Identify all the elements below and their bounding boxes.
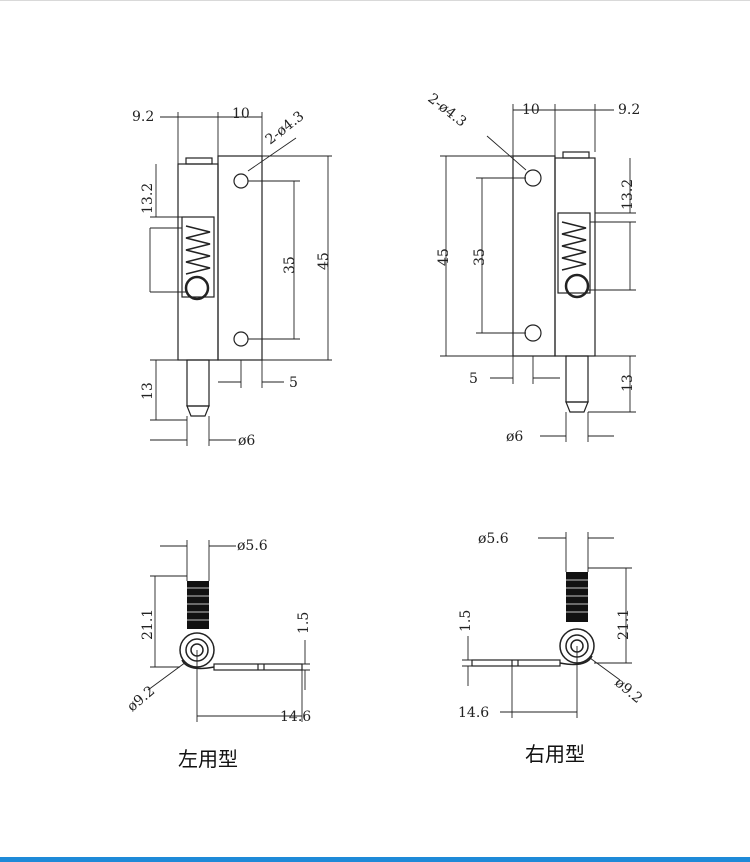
left-front-dims: [149, 112, 332, 446]
left-front-dim-45: 45: [316, 252, 332, 270]
left-barrel-cap: [185, 157, 213, 165]
right-type-caption: 右用型: [525, 742, 585, 766]
right-side-dim-9-2: ø9.2: [611, 675, 645, 707]
right-barrel-cap: [562, 151, 590, 159]
right-front-view: 2-ø4.3 10 9.2 13.2 45 35 5 13 ø6: [425, 91, 641, 445]
right-side-dim-5-6: ø5.6: [478, 531, 509, 547]
left-front-dim-holes: 2-ø4.3: [263, 108, 308, 148]
right-pin-tip: [565, 401, 589, 413]
right-pin: [565, 355, 589, 403]
left-spring-slot: [181, 216, 215, 298]
right-side-dim-1-5: 1.5: [458, 610, 474, 632]
bottom-accent-bar: [0, 857, 750, 862]
right-barrel: [554, 157, 596, 357]
left-pin-knob: [184, 275, 210, 301]
right-spring: [561, 221, 587, 271]
right-front-dim-5: 5: [469, 371, 478, 387]
left-side-curl: [181, 659, 215, 670]
left-side-dim-5-6: ø5.6: [237, 538, 268, 554]
right-front-dim-10: 10: [522, 102, 540, 118]
left-front-dim-6: ø6: [238, 433, 255, 449]
left-front-dim-13: 13: [140, 382, 156, 400]
left-front-dim-13-2: 13.2: [140, 183, 156, 214]
right-hole-bottom: [524, 324, 542, 342]
right-side-leaf: [471, 659, 561, 667]
left-front-view: 9.2 10 2-ø4.3 13.2 35 45 13 5 ø6: [132, 106, 332, 449]
left-spring: [185, 225, 211, 275]
right-side-dim-14-6: 14.6: [458, 705, 489, 721]
left-pin: [186, 359, 210, 407]
right-side-view: ø5.6 1.5 21.1 ø9.2 14.6 右用型: [458, 531, 645, 766]
right-hole-top: [524, 169, 542, 187]
left-hole-top: [233, 173, 249, 189]
left-front-dim-35: 35: [282, 256, 298, 274]
right-side-curl: [559, 655, 593, 666]
left-front-dim-9-2: 9.2: [132, 109, 154, 125]
right-side-dims: [462, 532, 632, 718]
right-front-dims: [440, 104, 636, 442]
right-front-dim-13-2: 13.2: [620, 179, 636, 210]
right-front-dim-35: 35: [472, 248, 488, 266]
left-hole-bottom: [233, 331, 249, 347]
left-front-dim-10: 10: [232, 106, 250, 122]
left-side-view: ø5.6 21.1 1.5 ø9.2 14.6 左用型: [124, 538, 312, 771]
left-side-dim-21-1: 21.1: [140, 609, 156, 640]
left-front-dim-5: 5: [289, 375, 298, 391]
right-front-dim-holes: 2-ø4.3: [425, 91, 470, 131]
left-side-dim-14-6: 14.6: [280, 709, 311, 725]
left-plate: [217, 155, 263, 361]
left-barrel: [177, 163, 219, 361]
right-front-dim-9-2: 9.2: [618, 102, 640, 118]
left-side-dim-9-2: ø9.2: [124, 683, 158, 715]
right-spring-slot: [557, 212, 591, 294]
left-side-dim-1-5: 1.5: [296, 612, 312, 634]
right-front-dim-45: 45: [436, 248, 452, 266]
right-front-dim-6: ø6: [506, 429, 523, 445]
right-side-dim-21-1: 21.1: [616, 609, 632, 640]
left-side-dims: [147, 540, 310, 722]
top-border: [0, 0, 750, 1]
left-type-caption: 左用型: [178, 747, 238, 771]
left-side-thread: [187, 581, 209, 629]
right-front-dim-13: 13: [620, 374, 636, 392]
left-pin-tip: [186, 405, 210, 417]
right-side-thread: [566, 572, 588, 622]
right-pin-knob: [564, 273, 590, 299]
